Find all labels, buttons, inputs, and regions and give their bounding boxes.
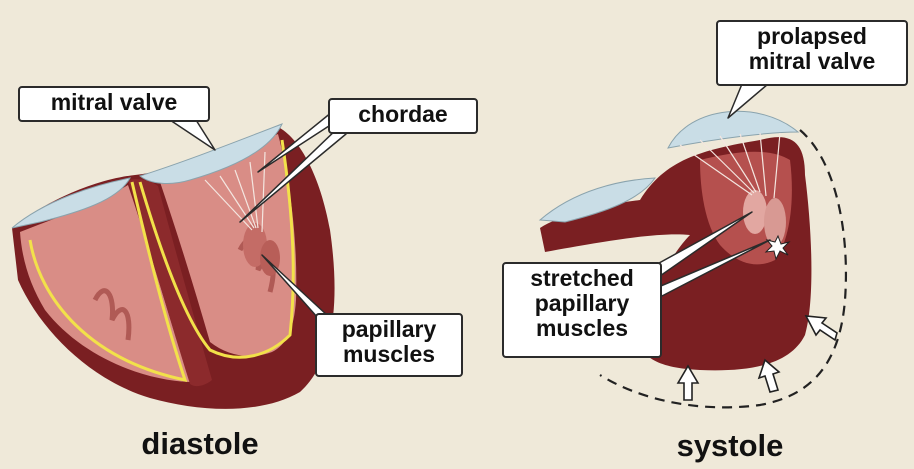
label-prolapsed-line-1: prolapsed [726,24,898,49]
label-mitral-valve: mitral valve [18,86,210,122]
label-prolapsed-line-2: mitral valve [726,49,898,74]
label-papillary-line-1: papillary [325,317,453,342]
label-chordae: chordae [328,98,478,134]
label-papillary-line-2: muscles [325,342,453,367]
caption-diastole: diastole [110,426,290,462]
arrow-up-left-icon [678,366,698,400]
label-prolapsed-mitral-valve: prolapsed mitral valve [716,20,908,86]
label-stretched-line-1: stretched [512,266,652,291]
systole-papillary-left [743,190,767,234]
arrow-up-right-icon [806,316,837,340]
label-stretched-line-3: muscles [512,316,652,341]
caption-systole: systole [655,428,805,464]
label-stretched-line-2: papillary [512,291,652,316]
systole-papillary-right [764,198,786,246]
label-chordae-text: chordae [338,102,468,127]
label-stretched-papillary-muscles: stretched papillary muscles [502,262,662,358]
label-mitral-valve-text: mitral valve [28,90,200,115]
label-papillary-muscles: papillary muscles [315,313,463,377]
diastole-heart [12,124,335,409]
systole-heart [540,111,846,407]
pointer-mitral-valve [170,120,215,150]
